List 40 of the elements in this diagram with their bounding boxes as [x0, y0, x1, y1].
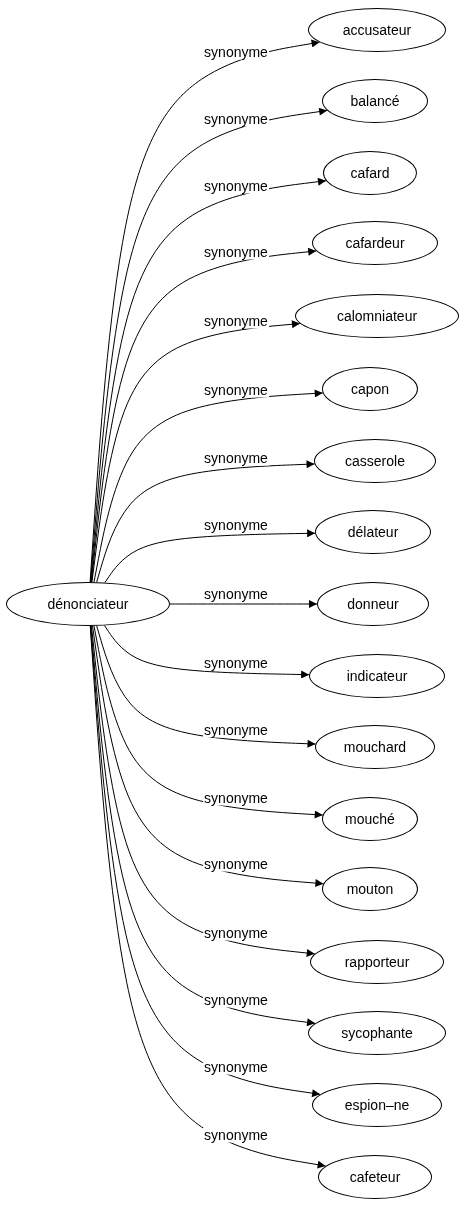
arrow	[90, 625, 316, 1027]
arrow	[92, 625, 324, 888]
arrow	[104, 529, 316, 583]
node-label: balancé	[350, 93, 400, 109]
arrow	[90, 107, 328, 583]
arrow	[96, 625, 317, 748]
node-label: rapporteur	[344, 954, 410, 970]
arrow	[93, 389, 324, 583]
node-label: espion–ne	[344, 1097, 410, 1113]
node-label: indicateur	[346, 668, 408, 684]
arrow	[104, 625, 310, 679]
node-label: cafeteur	[349, 1169, 401, 1185]
node-label: mouton	[346, 881, 394, 897]
ellipse-node	[323, 151, 417, 195]
node-label: capon	[350, 381, 390, 397]
node-label: mouché	[345, 811, 395, 827]
ellipse-node	[312, 1083, 442, 1127]
ellipse-node	[322, 79, 428, 123]
node-label: cafard	[350, 165, 390, 181]
ellipse-node	[308, 8, 446, 52]
arrow	[90, 625, 316, 957]
node-label: mouchard	[343, 739, 407, 755]
node-label: accusateur	[342, 22, 412, 38]
node-label: donneur	[347, 596, 399, 612]
node-label: calomniateur	[336, 308, 418, 324]
arrow	[96, 460, 316, 583]
node-label: casserole	[345, 453, 405, 469]
node-label: sycophante	[341, 1025, 413, 1041]
arrow	[89, 625, 327, 1169]
arrow	[90, 247, 317, 583]
edge-label: synonyme	[203, 1127, 269, 1143]
ellipse-node	[318, 1155, 432, 1199]
node-label: cafardeur	[345, 235, 405, 251]
arrow	[169, 600, 318, 608]
arrow	[93, 625, 324, 819]
arrow	[91, 320, 301, 583]
node-label: dénonciateur	[47, 596, 129, 612]
node-label: délateur	[347, 524, 399, 540]
ellipse-node	[308, 1011, 446, 1055]
edge-label: synonyme	[203, 1059, 269, 1075]
